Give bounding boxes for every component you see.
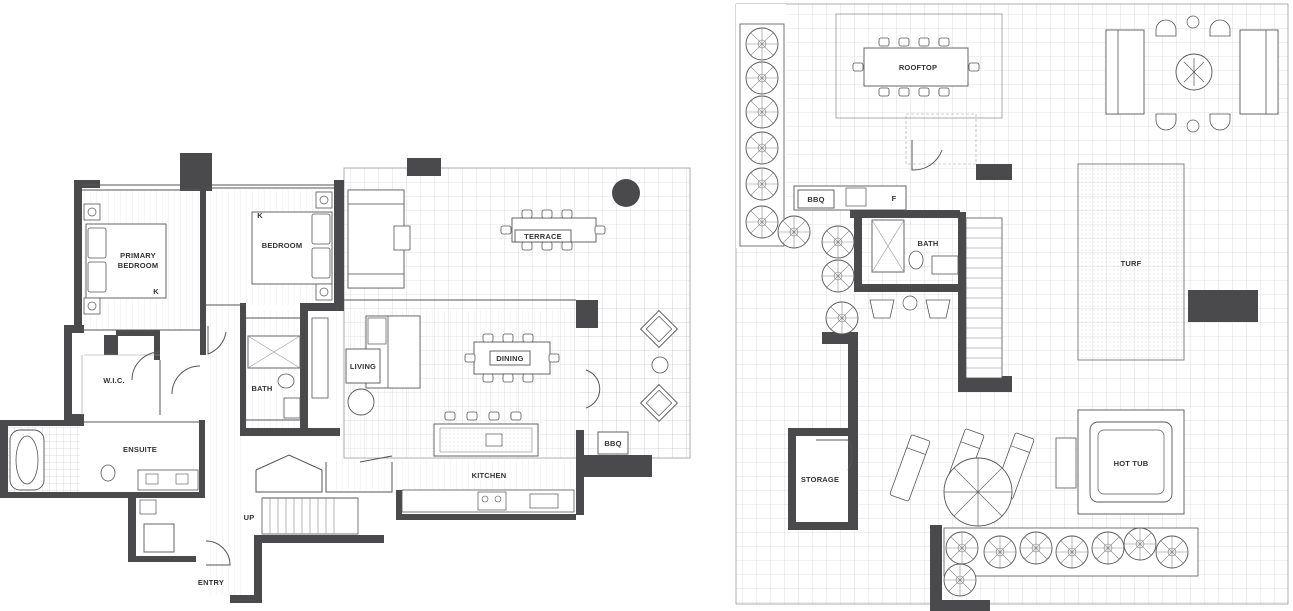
- rooftop-umbrella: [943, 457, 1013, 527]
- label-ensuite: ENSUITE: [123, 445, 157, 454]
- lower-level-plan: PRIMARY BEDROOM K BEDROOM K: [0, 153, 691, 603]
- rooftop-level-plan: ROOFTOP TURF BBQ: [735, 3, 1289, 611]
- lower-walls: [0, 153, 652, 603]
- rooftop-dining-table: [835, 13, 1003, 119]
- label-turf: TURF: [1121, 259, 1142, 268]
- bath-fixtures: [247, 335, 301, 419]
- ensuite-fixtures: [9, 429, 199, 491]
- label-terrace: TERRACE: [524, 232, 562, 241]
- turf-area: [1077, 163, 1185, 361]
- label-up: UP: [244, 513, 255, 522]
- bedroom-bed: [251, 191, 333, 301]
- k-marker-bedroom: K: [257, 211, 263, 220]
- kitchen-island: [401, 411, 575, 513]
- label-primary-bedroom-line1: PRIMARY: [120, 251, 156, 260]
- label-hot-tub: HOT TUB: [1114, 459, 1149, 468]
- label-rooftop: ROOFTOP: [899, 63, 937, 72]
- label-bedroom: BEDROOM: [262, 241, 303, 250]
- hot-tub: [1055, 409, 1185, 515]
- label-bbq-rooftop: BBQ: [807, 195, 824, 204]
- label-bbq-lower: BBQ: [604, 439, 621, 448]
- label-dining: DINING: [496, 354, 523, 363]
- rooftop-planters-left: [739, 23, 811, 249]
- rooftop-chairs-small: [869, 295, 951, 319]
- rooftop-walls: [788, 164, 1258, 611]
- terrace-sofa: [347, 189, 411, 289]
- label-primary-bedroom-line2: BEDROOM: [118, 261, 159, 270]
- label-fridge: F: [892, 194, 897, 203]
- primary-bed: [83, 203, 167, 315]
- rooftop-bath-fixtures: [871, 219, 959, 275]
- rooftop-lounge: [1105, 15, 1279, 133]
- terrace-planter: [612, 179, 640, 207]
- k-marker-primary: K: [153, 287, 159, 296]
- rooftop-planters-bottom: [943, 527, 1199, 597]
- label-bath-rooftop: BATH: [917, 239, 938, 248]
- label-storage: STORAGE: [801, 475, 839, 484]
- lower-stairs: [261, 497, 359, 535]
- label-wic: W.I.C.: [103, 376, 125, 385]
- label-bath-lower: BATH: [251, 384, 272, 393]
- label-entry: ENTRY: [198, 578, 224, 587]
- rooftop-stairs: [965, 217, 1003, 379]
- terrace-lounge-chairs: [639, 309, 679, 423]
- label-kitchen: KITCHEN: [472, 471, 507, 480]
- label-living: LIVING: [350, 362, 376, 371]
